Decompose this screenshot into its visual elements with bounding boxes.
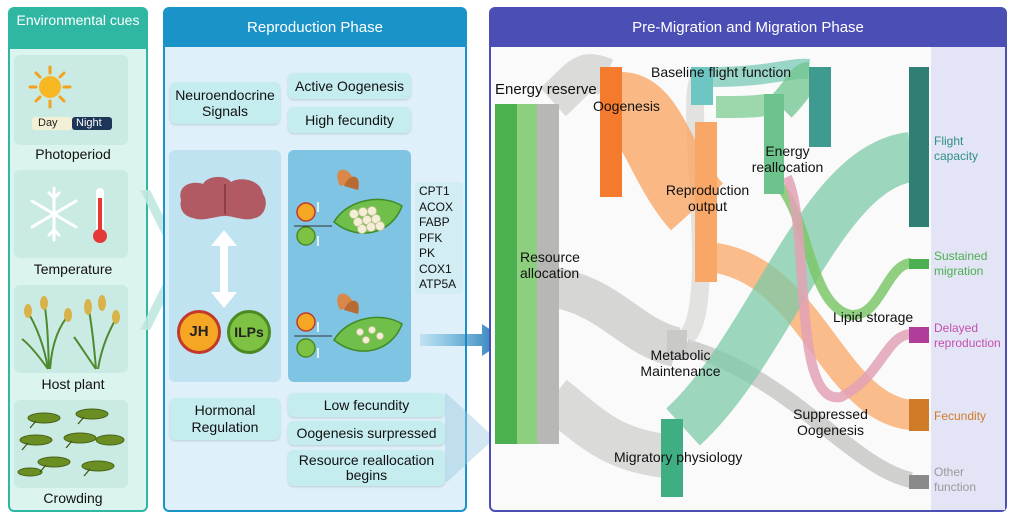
- baseline-flight-label: Baseline flight function: [651, 64, 792, 80]
- migratory-physiology-label: Migratory physiology: [614, 449, 743, 465]
- gene-acox: ACOX: [419, 199, 454, 214]
- ilps-hormone-circle: ILPs: [227, 310, 271, 354]
- reproduction-output-node: [695, 122, 717, 282]
- snowflake-thermometer-icon: [30, 186, 107, 243]
- gene-cpt1: CPT1: [419, 184, 450, 198]
- oogenesis-label: Oogenesis: [593, 98, 660, 114]
- temperature-card: [14, 170, 128, 258]
- oogenesis-suppressed-box: Oogenesis surpressed: [288, 421, 445, 445]
- neuroendocrine-signals-box: Neuroendocrine Signals: [170, 82, 280, 124]
- hormonal-regulation-box: Hormonal Regulation: [170, 398, 280, 440]
- photoperiod-card: Day Night: [14, 55, 128, 145]
- crowding-label: Crowding: [43, 490, 103, 506]
- energy-reallocation-node: [764, 94, 784, 194]
- suppressed-oogenesis-label: Suppressed Oogenesis: [793, 406, 868, 438]
- day-label: Day: [38, 117, 58, 129]
- gene-pk: PK: [419, 246, 436, 260]
- other-function-label: Other function: [934, 465, 977, 494]
- resource-reallocation-box: Resource reallocation begins: [288, 450, 445, 486]
- outputs-strip: [931, 47, 1005, 510]
- migratory-physiology-node: [661, 419, 683, 497]
- migration-phase-title: Pre-Migration and Migration Phase: [491, 9, 1005, 47]
- gene-cox1: COX1: [419, 261, 452, 276]
- delayed-reproduction-label: Delayed reproduction: [934, 321, 1001, 350]
- flight-capacity-node: [909, 67, 929, 227]
- jh-hormone-circle: JH: [177, 310, 221, 354]
- temperature-label: Temperature: [33, 261, 113, 277]
- environmental-cues-title: Environmental cues: [10, 9, 146, 49]
- brain-icon: [180, 176, 266, 220]
- bidirectional-arrow-icon: [211, 230, 237, 308]
- rice-plant-icon: [21, 295, 120, 370]
- resource-allocation-bar: [517, 104, 537, 444]
- metabolic-maintenance-label: Metabolic Maintenance: [640, 347, 721, 379]
- moth-leaf-eggs-icon: [294, 169, 403, 358]
- metabolic-maintenance-node: [667, 330, 687, 360]
- sustained-migration-node: [909, 259, 929, 269]
- other-function-node: [909, 475, 929, 489]
- lipid-storage-label: Lipid storage: [833, 309, 914, 325]
- energy-reserve-bar: [495, 104, 517, 444]
- sankey-diagram: [495, 54, 929, 497]
- hormone-signaling-box: JH ILPs: [169, 150, 281, 382]
- reproduction-output-label: Reproduction output: [665, 182, 750, 214]
- crowding-card: [14, 400, 128, 488]
- delayed-reproduction-node: [909, 327, 929, 343]
- sun-moon-icon: [28, 65, 112, 130]
- energy-reallocation-label: Energy reallocation: [751, 143, 824, 175]
- locust-swarm-icon: [17, 408, 125, 477]
- energy-reserve-label: Energy reserve: [495, 81, 597, 98]
- gene-fabp: FABP: [419, 215, 450, 229]
- reproduction-phase-title: Reproduction Phase: [165, 9, 465, 47]
- gene-list-box: CPT1 ACOX FABP PFK PK COX1 ATP5A: [415, 182, 463, 294]
- photoperiod-label: Photoperiod: [35, 146, 111, 162]
- flight-capacity-label: Flight capacity: [934, 134, 979, 163]
- baseline-flight-node: [691, 67, 713, 105]
- high-fecundity-box: High fecundity: [288, 107, 411, 133]
- gene-atp5a: ATP5A: [419, 277, 457, 291]
- resource-allocation-grey-bar: [537, 104, 559, 444]
- fecundity-label: Fecundity: [934, 409, 987, 423]
- flight-node-teal: [809, 67, 831, 147]
- low-fecundity-box: Low fecundity: [288, 393, 445, 417]
- oogenesis-node: [600, 67, 622, 197]
- gene-pfk: PFK: [419, 230, 443, 245]
- oviposition-illustration-box: [288, 150, 411, 382]
- fecundity-node: [909, 399, 929, 431]
- active-oogenesis-box: Active Oogenesis: [288, 73, 411, 99]
- host-plant-card: [14, 285, 128, 373]
- lower-connector-funnel: [445, 392, 495, 482]
- night-label: Night: [76, 117, 102, 129]
- sustained-migration-label: Sustained migration: [934, 249, 988, 278]
- reproduction-to-migration-arrow: [420, 324, 506, 356]
- resource-allocation-label: Resource allocation: [520, 249, 580, 281]
- host-plant-label: Host plant: [41, 376, 105, 392]
